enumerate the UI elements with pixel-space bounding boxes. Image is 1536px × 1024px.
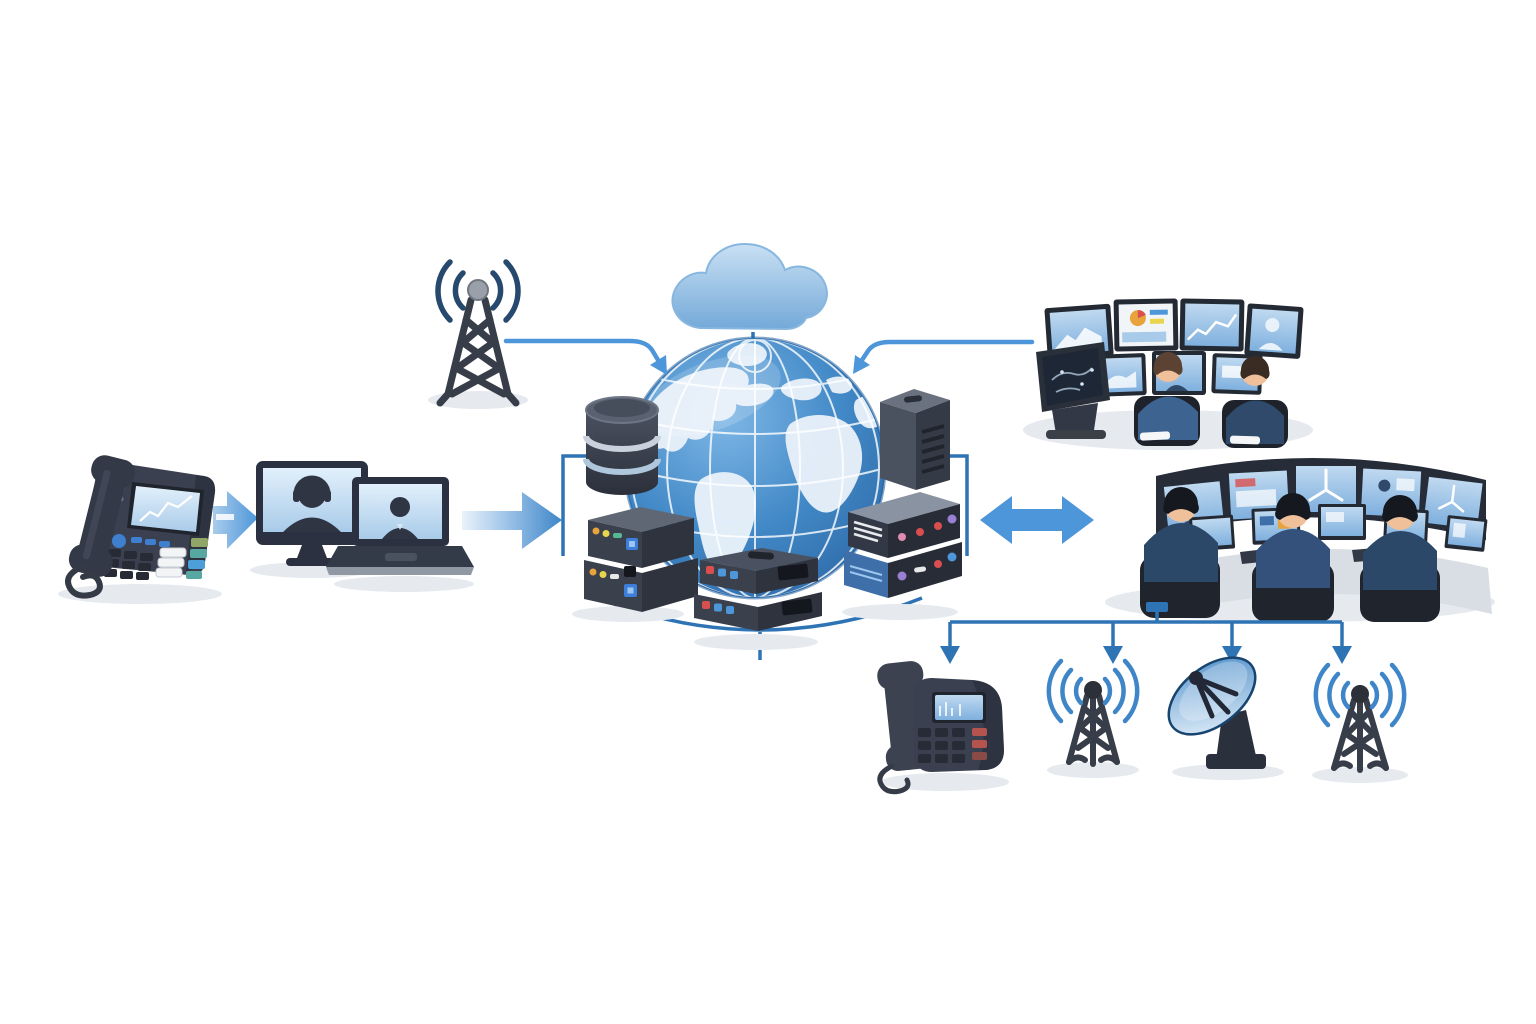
server-rack-bottom [694,548,822,631]
server-tower [880,389,950,490]
radio-tower-uplink [428,259,528,409]
arrow-core-control-bidirectional [980,496,1094,544]
database-icon [583,396,661,495]
operator-b [1222,356,1288,448]
monitor-stand [297,545,327,558]
arrow-video-to-core [462,492,562,549]
phone-screen-chart-icon [139,495,193,522]
arrow-stripe [216,514,234,520]
rack-right-panel-lines [849,565,883,582]
cloud-icon [671,242,828,331]
phone-soft-keys [155,538,208,579]
field-radio-tower-b [1312,662,1408,783]
radio-waves-icon [1046,658,1140,724]
operator-headset-silhouette-icon [283,475,341,532]
laptop-front-edge [326,567,474,575]
distribution-lines [948,610,1344,648]
field-phone-keypad [918,728,987,763]
video-wall [1044,298,1304,360]
laptop-touchpad [385,553,417,561]
phone-cord [65,563,103,599]
phone-keypad [104,549,153,580]
monitor-base [286,558,336,566]
controller-a [1140,487,1220,618]
rack-bottom-leds [702,566,738,614]
field-ip-phone [877,661,1009,795]
video-conference-monitor [256,461,368,566]
server-tower-vents [921,424,945,474]
video-conference-laptop [326,477,474,575]
tower-lattice [436,296,520,407]
distribution-arrowheads [940,646,1352,664]
operator-b-hair [1240,356,1270,379]
laptop-shadow [334,576,474,592]
server-rack-left [584,507,698,612]
operator-a-hair [1153,352,1183,375]
radio-waves-icon [435,259,521,323]
phone-handset [68,455,136,577]
field-devices-branch [877,602,1408,795]
console-display [1036,342,1110,439]
uplink-connector [503,338,667,375]
rack-left-leds [589,527,638,597]
branch-tap-connector [1146,602,1168,612]
ip-desk-phone [65,455,216,599]
field-satellite-dish [1167,656,1284,780]
control-room [1105,457,1495,622]
monitoring-connector [853,339,1035,374]
phone-screen [131,486,200,532]
controller-b [1252,493,1334,622]
left-endpoint-group [58,455,562,604]
server-rack-right [844,492,962,598]
rack-right-label-lines [853,520,883,543]
core-network-group [503,242,1035,660]
remote-participant-silhouette-icon [382,497,418,539]
tower-beacon [467,279,489,301]
field-radio-tower-a [1046,658,1140,778]
phone-nav-button [112,534,126,548]
controller-c [1360,495,1440,622]
arrow-phone-to-video [213,491,258,549]
operator-a [1134,352,1200,446]
field-phone-cord [877,763,911,795]
radio-waves-icon [1313,662,1407,728]
monitoring-room [1023,298,1313,450]
dish-base [1206,754,1266,769]
